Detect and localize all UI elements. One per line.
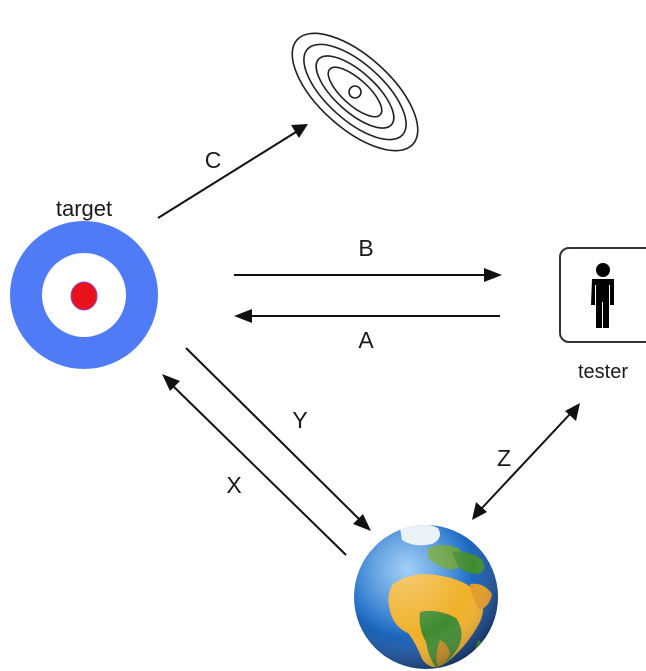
edge-label-a: A	[358, 327, 374, 353]
edge-label-b: B	[358, 235, 373, 261]
tester-label: tester	[578, 361, 628, 383]
edge-label-c: C	[205, 147, 222, 173]
edge-label-z: Z	[497, 445, 511, 471]
arrow-b	[234, 268, 502, 282]
tester-node: tester	[559, 247, 646, 383]
edge-label-y: Y	[292, 407, 307, 433]
arrow-x	[162, 374, 347, 556]
edge-label-x: X	[226, 472, 241, 498]
arrow-c	[157, 124, 308, 219]
arrow-z	[472, 403, 580, 520]
arrow-y	[185, 347, 371, 531]
satellite-dish-icon	[291, 32, 419, 152]
person-icon	[591, 263, 614, 328]
arrow-a	[234, 309, 500, 323]
target-label: target	[56, 196, 112, 221]
target-node: target	[10, 196, 158, 369]
earth-globe-icon	[354, 525, 498, 669]
target-center	[70, 281, 98, 311]
